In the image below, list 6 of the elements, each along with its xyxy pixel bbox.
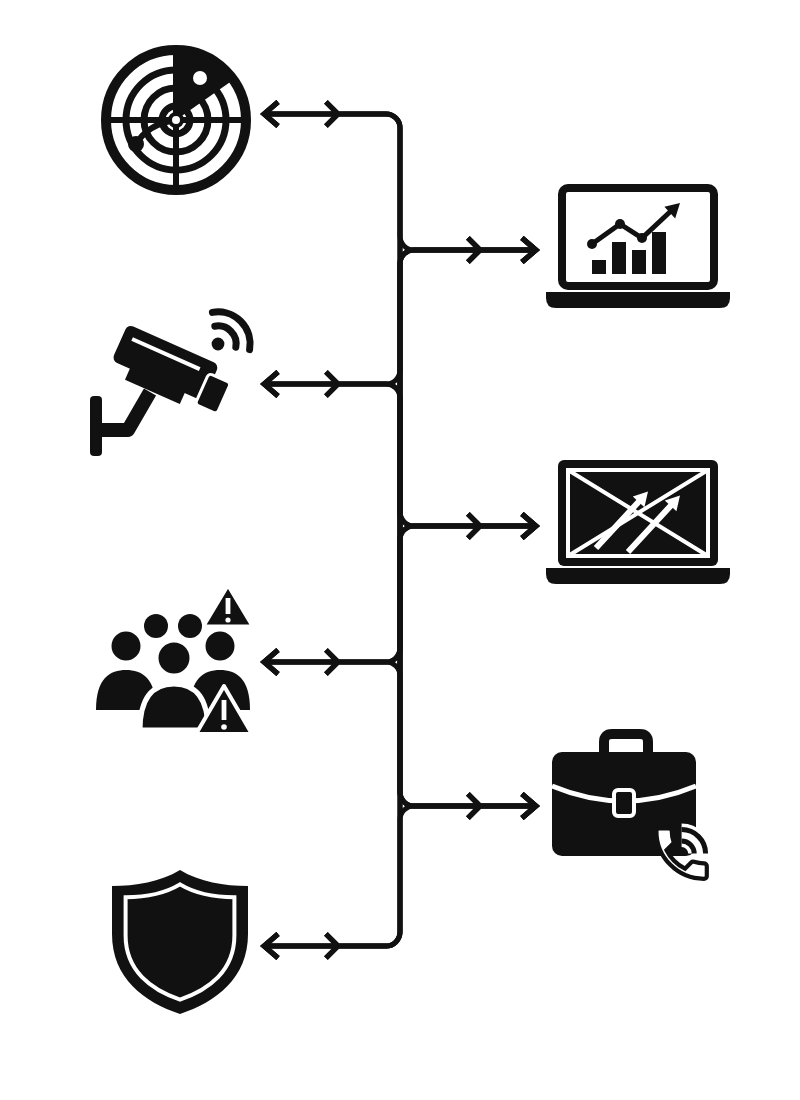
shield-icon bbox=[108, 866, 252, 1018]
arrow bbox=[261, 791, 539, 961]
laptop-chart-icon bbox=[544, 184, 732, 310]
radar-icon bbox=[100, 44, 252, 196]
laptop-map-icon bbox=[544, 460, 732, 586]
security-camera-icon bbox=[90, 304, 258, 460]
